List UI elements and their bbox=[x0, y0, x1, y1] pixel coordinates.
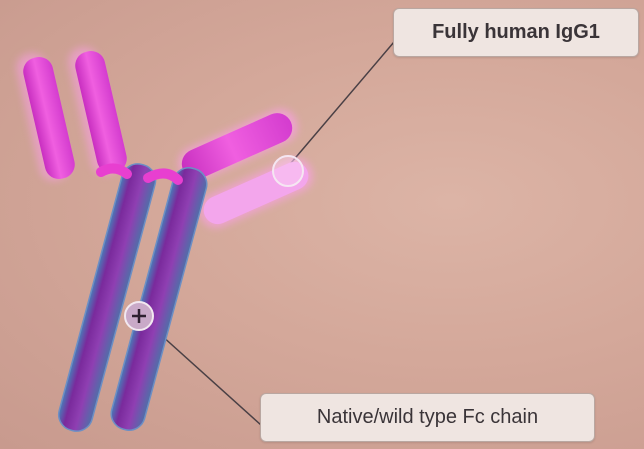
left-fab-arm bbox=[14, 44, 130, 183]
fc-heavy-chains bbox=[55, 160, 210, 434]
circle-icon bbox=[273, 156, 303, 186]
connector-line-top bbox=[291, 42, 394, 163]
callout-fully-human-igg1: Fully human IgG1 bbox=[393, 8, 639, 57]
plus-circle-icon[interactable] bbox=[125, 302, 153, 330]
callout-top-label: Fully human IgG1 bbox=[432, 21, 600, 44]
callout-fc-chain: Native/wild type Fc chain bbox=[260, 393, 595, 442]
callout-bottom-label: Native/wild type Fc chain bbox=[317, 406, 538, 429]
